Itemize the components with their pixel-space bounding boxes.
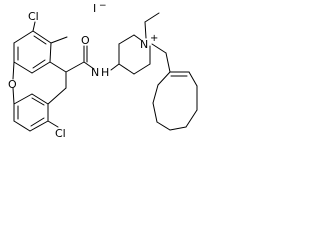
ch2-ring-bond: [165, 52, 171, 73]
piperidine-ring: [118, 34, 151, 75]
quaternary-charge: +: [150, 33, 158, 44]
structure-diagram: Cl O O N H N + Cl I −: [0, 0, 198, 150]
bond: [50, 36, 68, 44]
atom-o-bridge: O: [8, 78, 17, 91]
bottom-aromatic-ring: [13, 93, 49, 132]
bond: [13, 93, 33, 105]
double-bond-inner: [30, 117, 45, 127]
atom-amide-n: N: [91, 66, 99, 79]
atom-quaternary-n: N: [140, 38, 148, 51]
bond: [49, 42, 52, 63]
atom-o-carbonyl: O: [81, 34, 90, 47]
bond: [152, 102, 158, 123]
n-piperidine-bond: [110, 63, 120, 71]
bond: [157, 71, 171, 86]
bond: [169, 126, 187, 131]
bond: [156, 121, 171, 131]
cl-top-bond: [32, 21, 36, 32]
bond: [133, 34, 142, 41]
molecule-drawing: Cl O O N H N + Cl I −: [8, 1, 198, 140]
bond: [13, 61, 33, 74]
bond: [118, 63, 135, 75]
o-bridge-bond-top: [12, 61, 15, 80]
bond: [118, 34, 135, 45]
bond: [188, 71, 198, 87]
double-bond-inner: [31, 97, 45, 106]
double-bond-inner: [33, 35, 47, 45]
double-bond-inner: [32, 59, 46, 69]
atom-amide-h: H: [101, 66, 109, 79]
ethyl-bond-2: [144, 12, 160, 23]
bond: [32, 30, 52, 44]
ethyl-bond-1: [144, 21, 147, 39]
counter-ion-charge: −: [99, 1, 107, 11]
bond: [31, 61, 51, 74]
c9-bond-bottom: [47, 87, 67, 105]
atom-cl-top: Cl: [28, 10, 39, 23]
counter-ion-symbol: I: [93, 2, 96, 15]
bond: [185, 109, 198, 128]
amide-c-n-bond: [83, 61, 95, 70]
bond: [29, 120, 49, 132]
bond: [31, 93, 49, 105]
bond: [133, 63, 151, 75]
n-ch2-bond: [151, 43, 167, 54]
cl-bottom-bond: [47, 120, 59, 128]
top-aromatic-ring: [13, 30, 52, 74]
atom-cl-bottom: Cl: [55, 127, 66, 140]
c9-bond-top: [49, 61, 67, 73]
cyclooctene-ring: [152, 71, 198, 131]
bond: [13, 30, 34, 44]
o-bridge-bond-bottom: [12, 87, 15, 105]
bond: [152, 84, 159, 104]
c9-carbonyl-bond: [65, 61, 85, 73]
bond: [13, 120, 31, 132]
central-ring: [12, 36, 68, 105]
